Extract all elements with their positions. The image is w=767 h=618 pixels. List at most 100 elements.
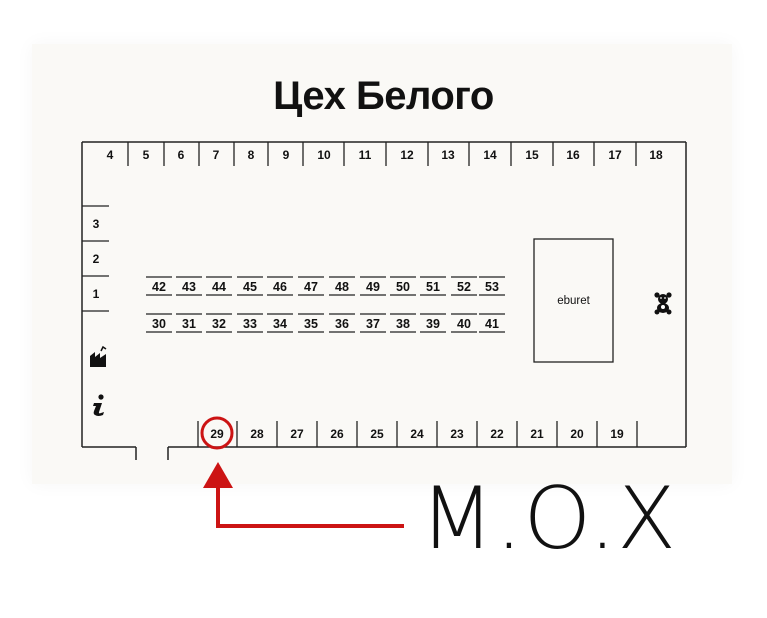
highlight-label: M.O.X (420, 469, 677, 569)
stall-45[interactable]: 45 (237, 276, 263, 294)
highlight-circle (200, 416, 234, 450)
stall-number: 40 (457, 317, 471, 331)
bottom-stall-row: 29 28 27 26 25 24 23 22 21 20 19 (197, 421, 638, 447)
stall-48[interactable]: 48 (329, 276, 355, 294)
stall-number: 5 (143, 148, 150, 162)
stall-number: 35 (304, 317, 318, 331)
stall-53[interactable]: 53 (479, 276, 505, 294)
stall-28[interactable]: 28 (250, 427, 264, 441)
stall-number: 10 (317, 148, 331, 162)
highlight-arrow-head (203, 462, 233, 488)
top-stall-row: 4 5 6 7 8 9 10 11 12 13 14 15 16 17 18 (107, 142, 663, 166)
hall-walls (81, 141, 687, 460)
stall-46[interactable]: 46 (267, 276, 293, 294)
stall-33[interactable]: 33 (237, 317, 263, 333)
stall-49[interactable]: 49 (360, 276, 386, 294)
stall-number: 8 (248, 148, 255, 162)
stall-32[interactable]: 32 (206, 317, 232, 333)
eburet-label: eburet (557, 295, 590, 307)
stall-37[interactable]: 37 (360, 317, 386, 333)
stall-number: 46 (273, 280, 287, 294)
stall-number: 7 (213, 148, 220, 162)
stall-number: 19 (610, 427, 624, 441)
stall-15[interactable]: 15 (525, 148, 539, 162)
stall-number: 6 (178, 148, 185, 162)
stall-40[interactable]: 40 (451, 317, 477, 333)
stall-26[interactable]: 26 (330, 427, 344, 441)
stall-8[interactable]: 8 (248, 148, 255, 162)
stall-9[interactable]: 9 (283, 148, 290, 162)
stall-51[interactable]: 51 (420, 276, 446, 294)
stall-18[interactable]: 18 (649, 148, 663, 162)
stall-41[interactable]: 41 (479, 317, 505, 333)
stall-4[interactable]: 4 (107, 148, 114, 162)
stall-number: 42 (152, 280, 166, 294)
stall-number: 2 (93, 252, 100, 266)
stall-30[interactable]: 30 (146, 317, 172, 333)
stall-25[interactable]: 25 (370, 427, 384, 441)
stall-42[interactable]: 42 (146, 276, 172, 294)
eburet-block[interactable]: eburet (533, 238, 614, 363)
info-icon (93, 394, 104, 416)
stall-number: 31 (182, 317, 196, 331)
stall-38[interactable]: 38 (390, 317, 416, 333)
stall-44[interactable]: 44 (206, 276, 232, 294)
stall-11[interactable]: 11 (359, 148, 372, 162)
stall-29[interactable]: 29 (210, 427, 224, 441)
stall-1[interactable]: 1 (93, 287, 100, 301)
stall-5[interactable]: 5 (143, 148, 150, 162)
stall-36[interactable]: 36 (329, 317, 355, 333)
stall-number: 21 (530, 427, 544, 441)
highlight-marker (200, 416, 404, 528)
stall-7[interactable]: 7 (213, 148, 220, 162)
stall-20[interactable]: 20 (570, 427, 584, 441)
stall-14[interactable]: 14 (483, 148, 497, 162)
stall-6[interactable]: 6 (178, 148, 185, 162)
teddy-bear-icon (654, 292, 672, 315)
stall-43[interactable]: 43 (176, 276, 202, 294)
stall-16[interactable]: 16 (566, 148, 580, 162)
stall-24[interactable]: 24 (410, 427, 424, 441)
stall-number: 16 (566, 148, 580, 162)
stall-3[interactable]: 3 (93, 217, 100, 231)
stall-35[interactable]: 35 (298, 317, 324, 333)
stall-number: 34 (273, 317, 287, 331)
stall-number: 47 (304, 280, 318, 294)
stall-52[interactable]: 52 (451, 276, 477, 294)
stall-number: 52 (457, 280, 471, 294)
stall-23[interactable]: 23 (450, 427, 464, 441)
stall-number: 4 (107, 148, 114, 162)
stall-34[interactable]: 34 (267, 317, 293, 333)
factory-icon (90, 345, 107, 367)
stall-number: 45 (243, 280, 257, 294)
stall-10[interactable]: 10 (317, 148, 331, 162)
stall-39[interactable]: 39 (420, 317, 446, 333)
stall-17[interactable]: 17 (608, 148, 622, 162)
stall-22[interactable]: 22 (490, 427, 504, 441)
stall-number: 14 (483, 148, 497, 162)
stall-number: 12 (400, 148, 414, 162)
highlight-arrow-line (216, 487, 404, 528)
stall-number: 30 (152, 317, 166, 331)
stall-47[interactable]: 47 (298, 276, 324, 294)
stall-number: 20 (570, 427, 584, 441)
stall-12[interactable]: 12 (400, 148, 414, 162)
stall-number: 17 (608, 148, 622, 162)
stall-number: 1 (93, 287, 100, 301)
stall-number: 28 (250, 427, 264, 441)
map-title: Цех Белого (273, 74, 494, 118)
stall-number: 37 (366, 317, 380, 331)
stall-19[interactable]: 19 (610, 427, 624, 441)
stall-number: 13 (441, 148, 455, 162)
stall-27[interactable]: 27 (290, 427, 304, 441)
stall-number: 39 (426, 317, 440, 331)
stall-21[interactable]: 21 (530, 427, 544, 441)
stall-2[interactable]: 2 (93, 252, 100, 266)
stall-number: 53 (485, 280, 499, 294)
stall-13[interactable]: 13 (441, 148, 455, 162)
stall-50[interactable]: 50 (390, 276, 416, 294)
stall-number: 49 (366, 280, 380, 294)
stall-31[interactable]: 31 (176, 317, 202, 333)
